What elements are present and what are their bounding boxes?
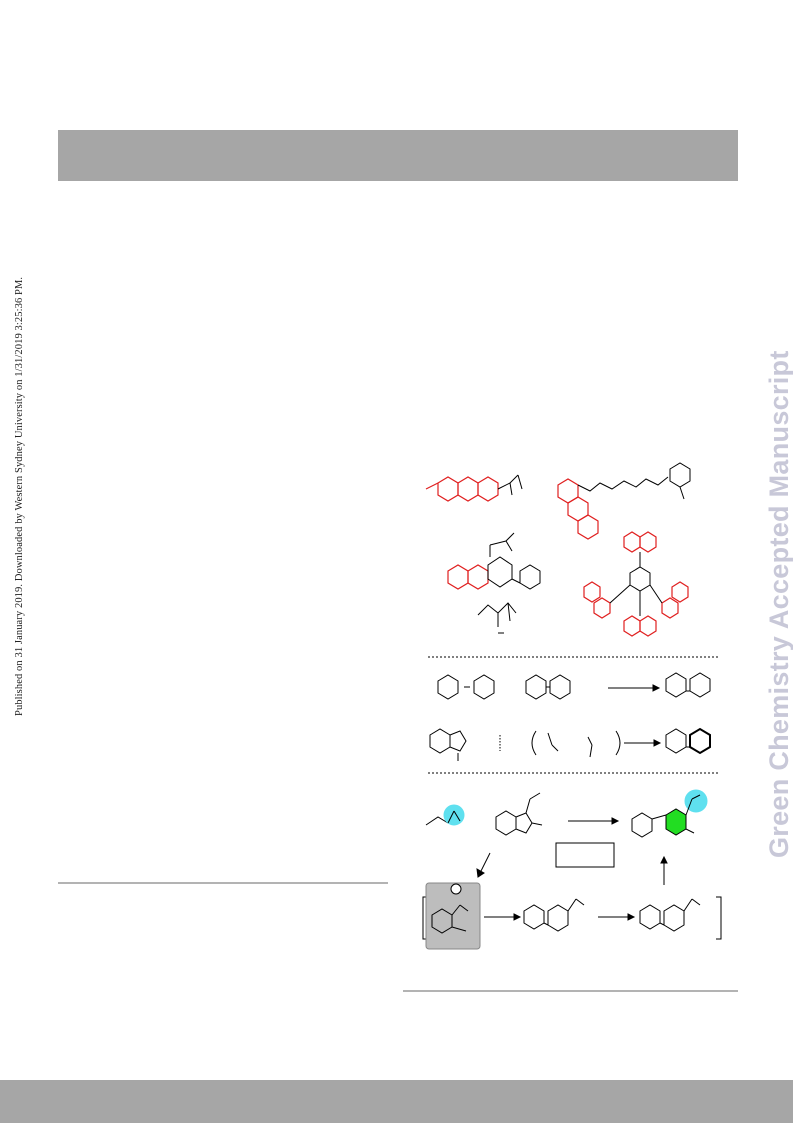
compound-middle-right xyxy=(583,531,689,637)
footer-band xyxy=(0,1080,793,1123)
reaction-row-4 xyxy=(422,852,722,950)
compound-middle-left xyxy=(447,564,489,590)
publication-note: Published on 31 January 2019. Downloaded… xyxy=(14,276,25,716)
manuscript-watermark: Green Chemistry Accepted Manuscript xyxy=(764,350,793,858)
figure-bottom-rule xyxy=(403,990,738,992)
header-band xyxy=(58,130,738,181)
left-column-rule xyxy=(58,882,388,884)
compound-top-right xyxy=(557,478,599,540)
reaction-scheme-figure xyxy=(418,455,736,965)
reaction-row-3 xyxy=(425,789,708,868)
compound-top-left xyxy=(425,476,499,502)
reaction-row-1 xyxy=(437,672,711,700)
reaction-scheme-svg xyxy=(422,462,722,950)
reaction-row-2 xyxy=(429,727,711,761)
